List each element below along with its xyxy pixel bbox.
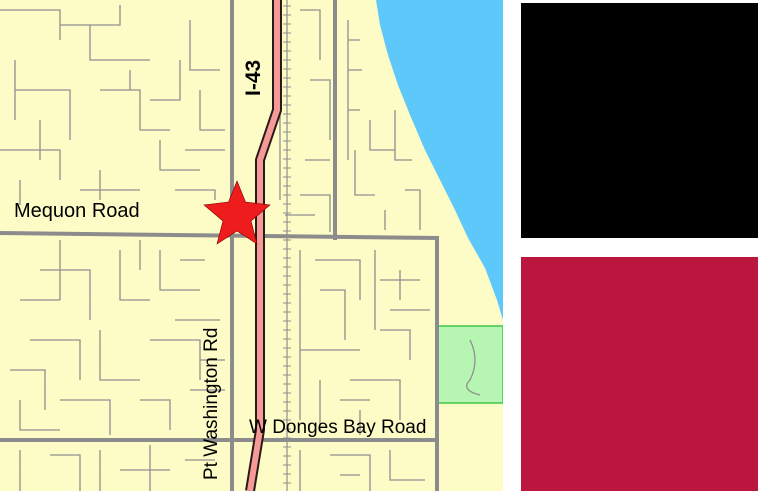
map-canvas: I-43 Mequon Road Pt Washington Rd W Dong…	[0, 0, 503, 491]
major-roads	[0, 0, 440, 491]
park-area	[436, 325, 503, 404]
highway-i43	[245, 0, 282, 491]
local-streets	[0, 5, 481, 491]
lake-michigan-water	[376, 0, 503, 320]
red-panel	[521, 257, 758, 491]
mequon-road-label: Mequon Road	[14, 200, 140, 222]
highway-label: I-43	[242, 60, 265, 96]
donges-bay-road-label: W Donges Bay Road	[249, 417, 426, 438]
star-marker-icon[interactable]	[203, 180, 271, 245]
map-view[interactable]: I-43 Mequon Road Pt Washington Rd W Dong…	[0, 0, 503, 491]
black-panel	[521, 3, 758, 238]
mequon-road-line	[0, 230, 440, 241]
pt-washington-rd-label: Pt Washington Rd	[201, 328, 222, 480]
